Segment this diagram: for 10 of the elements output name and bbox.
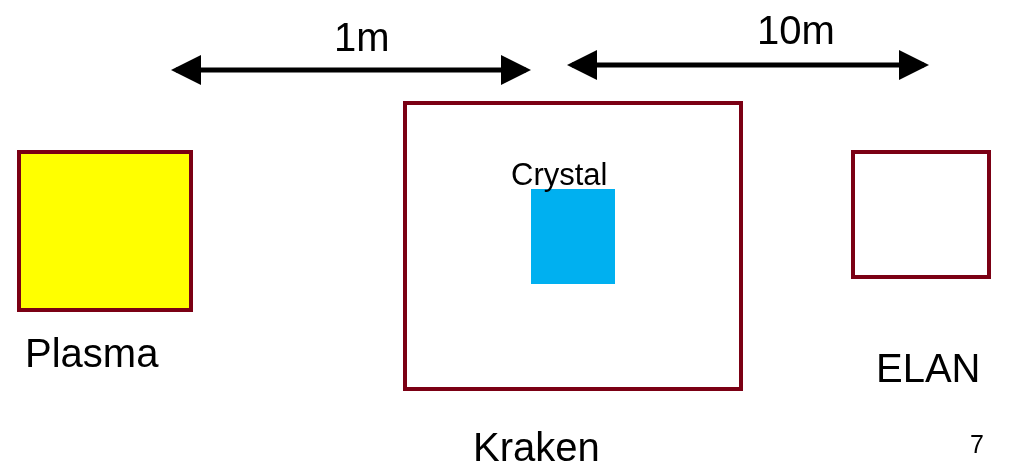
page-number: 7 (970, 432, 984, 457)
detector-box (851, 150, 991, 279)
component-label: Kraken (473, 427, 600, 466)
chamber-box (403, 101, 743, 391)
dimension-label: 10m (757, 10, 835, 50)
component-label: Plasma (25, 333, 159, 373)
component-label: ELAN (876, 348, 981, 388)
component-label: Crystal (511, 159, 608, 190)
plasma-box (17, 150, 193, 312)
dimension-label: 1m (334, 17, 390, 57)
